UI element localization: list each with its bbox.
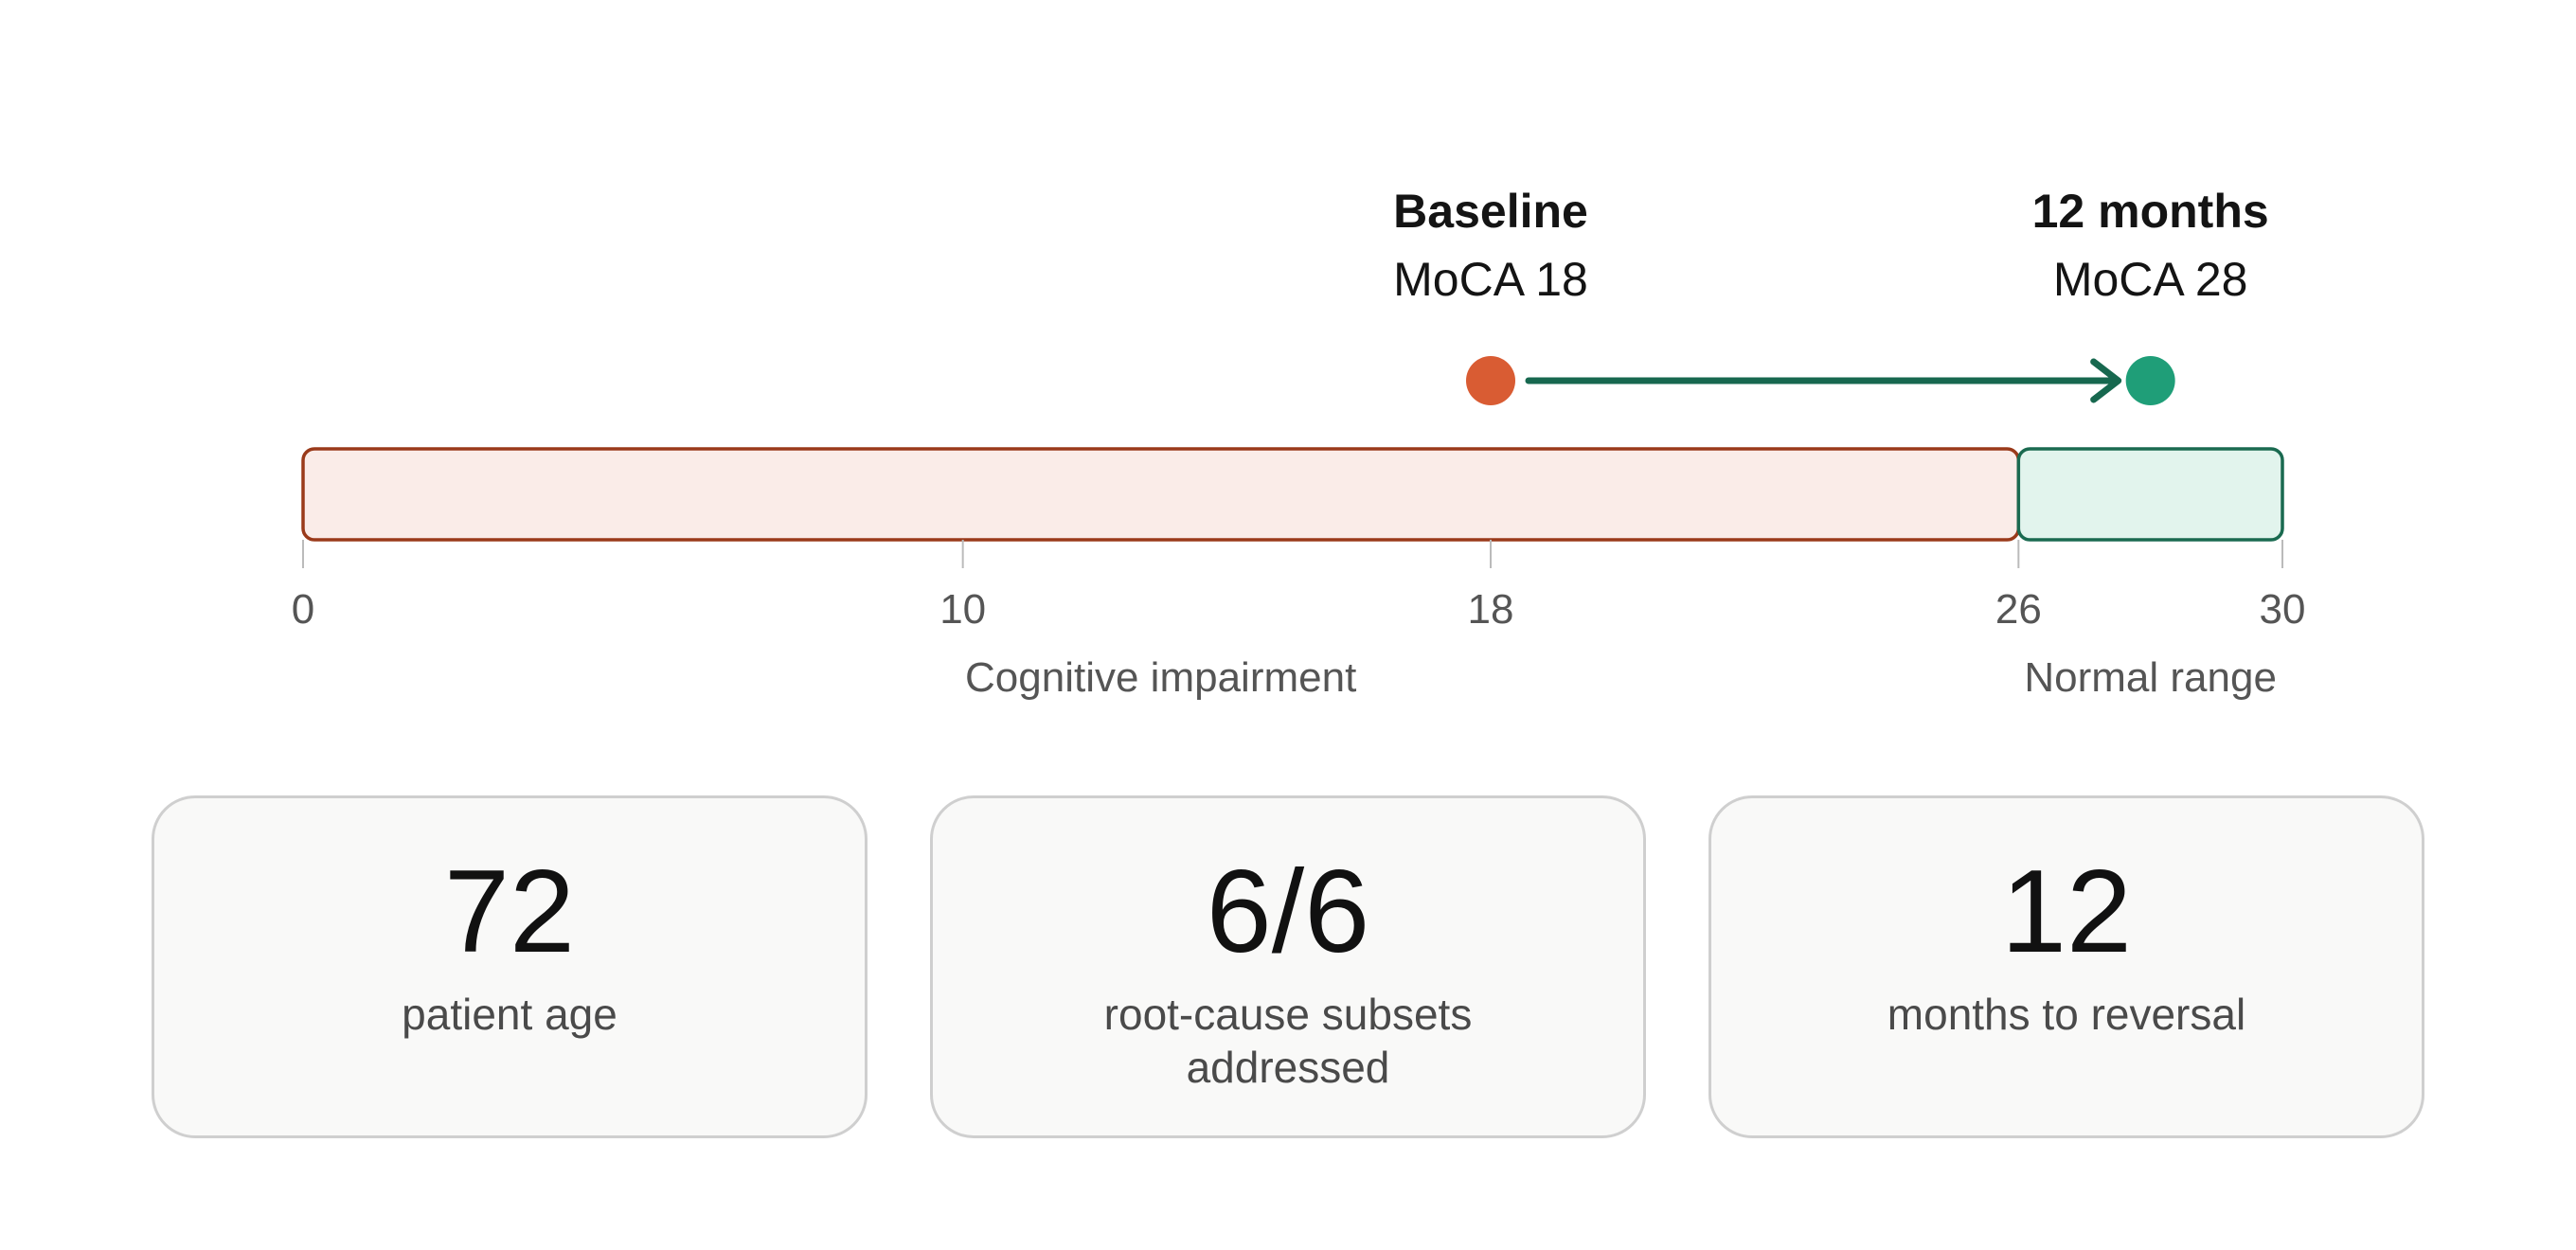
stat-card-months: 12 months to reversal xyxy=(1708,795,2424,1138)
stat-value: 72 xyxy=(444,847,575,977)
zone-label-cognitive-impairment: Cognitive impairment xyxy=(965,654,1356,701)
score-point-12-months xyxy=(2125,356,2175,405)
score-point-baseline xyxy=(1466,356,1515,405)
stat-label: root-cause subsets addressed xyxy=(1103,990,1473,1092)
tick-label: 18 xyxy=(1468,586,1514,633)
progress-arrow-head xyxy=(2090,358,2122,403)
point-subtitle-12-months: MoCA 28 xyxy=(2053,253,2248,306)
stat-card-age: 72 patient age xyxy=(152,795,868,1138)
progress-arrow-layer xyxy=(1525,358,2122,403)
tick-label: 10 xyxy=(939,586,986,633)
zone-bar-normal-range xyxy=(2016,447,2284,542)
stat-value: 6/6 xyxy=(1206,847,1370,977)
tick-label: 30 xyxy=(2260,586,2306,633)
point-subtitle-baseline: MoCA 18 xyxy=(1393,253,1588,306)
tick-label: 26 xyxy=(1995,586,2042,633)
point-title-12-months: 12 months xyxy=(2032,185,2269,238)
zone-bar-cognitive-impairment xyxy=(301,447,2021,542)
stat-value: 12 xyxy=(2001,847,2132,977)
zones-layer: Cognitive impairment Normal range xyxy=(301,447,2284,701)
tick-label: 0 xyxy=(292,586,314,633)
ticks-layer: 0 10 18 26 30 xyxy=(292,540,2306,633)
zone-label-normal-range: Normal range xyxy=(2024,654,2277,701)
point-title-baseline: Baseline xyxy=(1393,185,1588,238)
stat-card-subsets: 6/6 root-cause subsets addressed xyxy=(930,795,1646,1138)
stat-cards: 72 patient age 6/6 root-cause subsets ad… xyxy=(0,795,2576,1146)
moca-score-scale: Cognitive impairment Normal range 0 10 18 26… xyxy=(292,185,2306,701)
stat-label: months to reversal xyxy=(1887,990,2246,1039)
stat-label: patient age xyxy=(402,990,617,1039)
